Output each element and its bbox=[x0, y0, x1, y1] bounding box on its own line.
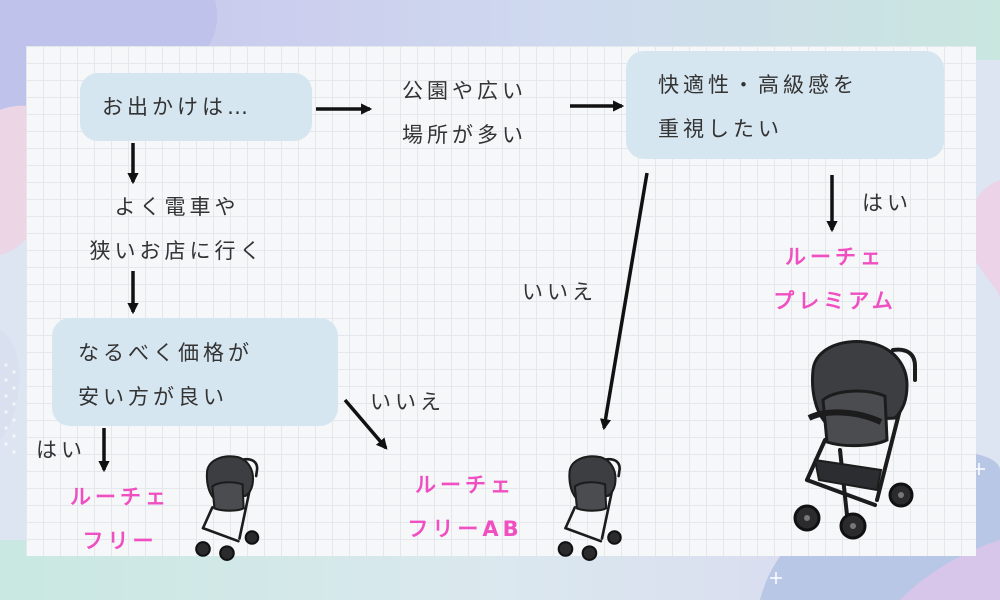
result-free-line2: フリー bbox=[82, 529, 158, 553]
result-free-line1: ルーチェ bbox=[70, 485, 170, 509]
edge-label-yes-free: はい bbox=[36, 438, 86, 462]
arrow-comfort-to-free-ab bbox=[599, 172, 649, 431]
stroller-free-icon bbox=[195, 455, 260, 561]
node-park: 公園や広い 場所が多い bbox=[402, 69, 527, 157]
arrow-price-to-free-ab bbox=[343, 398, 388, 450]
node-price: なるべく価格が 安い方が良い bbox=[52, 318, 338, 426]
result-free-ab-line1: ルーチェ bbox=[415, 473, 515, 497]
edge-label-yes-premium: はい bbox=[862, 191, 912, 215]
result-free-ab: ルーチェ フリーAB bbox=[390, 463, 540, 551]
stroller-large-icon bbox=[793, 340, 917, 540]
node-start-text: お出かけは… bbox=[102, 95, 252, 119]
node-park-line1: 公園や広い bbox=[402, 79, 527, 103]
node-park-line2: 場所が多い bbox=[402, 123, 527, 147]
result-premium-line2: プレミアム bbox=[773, 289, 897, 313]
node-train-line1: よく電車や bbox=[114, 195, 240, 219]
node-comfort-line1: 快適性・高級感を bbox=[658, 73, 858, 97]
stroller-free-ab-icon bbox=[557, 455, 622, 561]
result-premium-line1: ルーチェ bbox=[785, 245, 885, 269]
node-train-line2: 狭いお店に行く bbox=[89, 239, 265, 263]
result-premium: ルーチェ プレミアム bbox=[750, 235, 920, 323]
node-comfort: 快適性・高級感を 重視したい bbox=[626, 51, 944, 159]
result-free-ab-line2: フリーAB bbox=[407, 517, 523, 541]
result-free: ルーチェ フリー bbox=[50, 475, 190, 563]
node-price-line2: 安い方が良い bbox=[78, 385, 228, 409]
node-train: よく電車や 狭いお店に行く bbox=[66, 185, 288, 273]
node-start: お出かけは… bbox=[80, 73, 312, 141]
edge-label-no-price: いいえ bbox=[370, 390, 445, 414]
node-price-line1: なるべく価格が bbox=[78, 341, 253, 365]
edge-label-no-comfort: いいえ bbox=[522, 280, 597, 304]
node-comfort-line2: 重視したい bbox=[658, 117, 783, 141]
